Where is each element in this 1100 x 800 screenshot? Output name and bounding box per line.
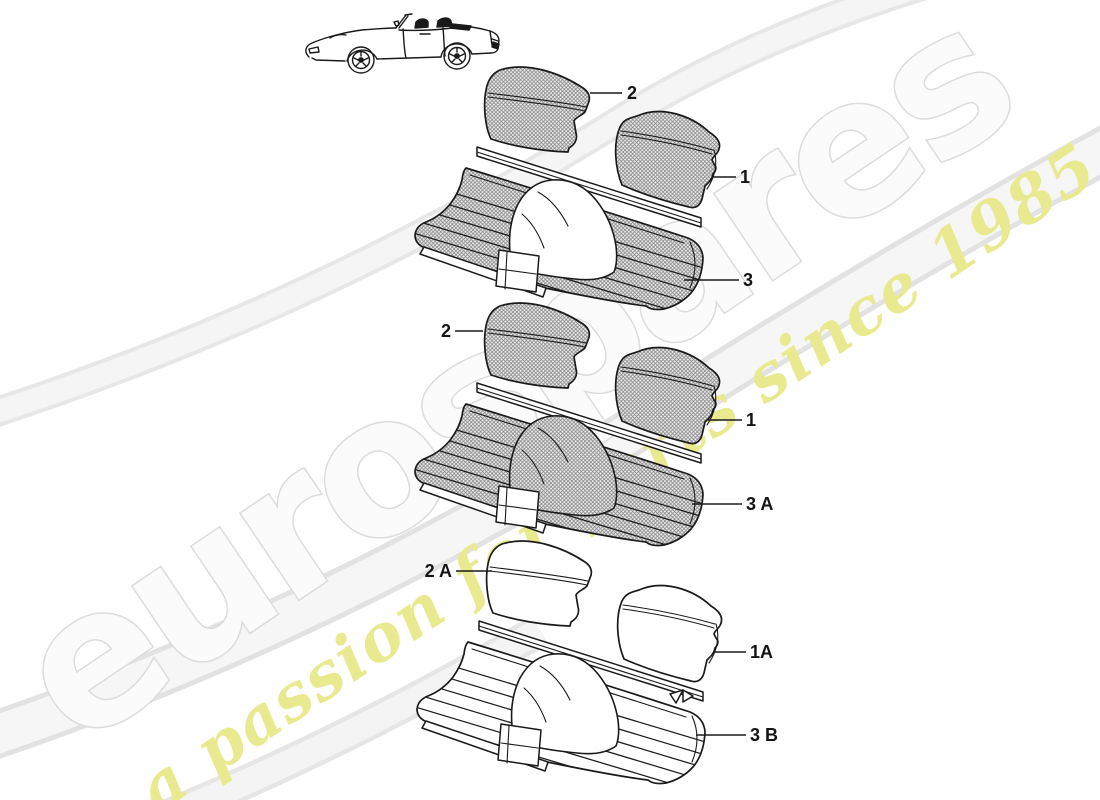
backrest-pad-right — [616, 584, 723, 683]
vehicle-thumbnail — [305, 13, 500, 74]
seat-group-bottom — [416, 540, 723, 785]
part-label-3-top[interactable]: 3 — [743, 270, 753, 290]
part-label-1a-bottom[interactable]: 1A — [750, 642, 773, 662]
backrest-pad-right — [614, 346, 721, 445]
part-label-3b-bottom[interactable]: 3 B — [750, 725, 778, 745]
seat-group-top — [414, 66, 721, 311]
part-label-1-middle[interactable]: 1 — [746, 410, 756, 430]
seat-group-middle — [414, 302, 721, 547]
part-label-2-middle[interactable]: 2 — [441, 321, 451, 341]
backrest-pad-left — [483, 302, 591, 389]
backrest-pad-right — [614, 110, 721, 209]
seat-groups — [414, 66, 723, 785]
backrest-pad-left — [483, 66, 591, 153]
part-label-2a-bottom[interactable]: 2 A — [425, 561, 452, 581]
trim-arrow-detail — [669, 689, 694, 704]
part-label-3a-middle[interactable]: 3 A — [746, 494, 773, 514]
callouts: 2 1 3 2 1 3 A 2 A 1A 3 B — [425, 83, 778, 745]
part-label-2-top[interactable]: 2 — [627, 83, 637, 103]
backrest-pad-left — [485, 540, 593, 627]
part-label-1-top[interactable]: 1 — [740, 167, 750, 187]
